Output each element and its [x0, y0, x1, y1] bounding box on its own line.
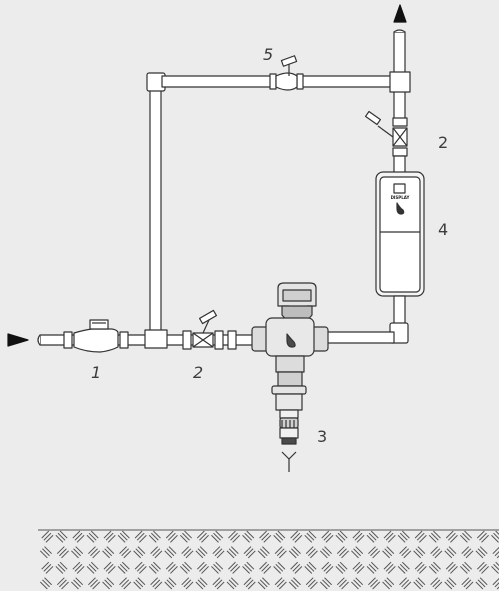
- bypass-left-pipe: [149, 81, 162, 335]
- water-meter: [63, 319, 129, 353]
- arrow-up-icon: [393, 4, 407, 23]
- label-device: 4: [438, 220, 449, 239]
- tee-top-right: [389, 71, 411, 93]
- label-inlet-valve: 2: [193, 363, 204, 382]
- drop-logo-icon: [286, 333, 296, 348]
- outlet-valve: [364, 110, 408, 157]
- ground-hatch: [38, 529, 499, 591]
- drain-funnel-icon: [281, 451, 297, 472]
- treatment-device: DISPLAY: [375, 171, 425, 297]
- drop-logo-icon: [396, 202, 405, 215]
- label-outlet-valve: 2: [438, 133, 449, 152]
- inlet-valve: [182, 309, 237, 350]
- arrow-right-icon: [7, 333, 29, 347]
- filter-unit: [251, 282, 329, 445]
- label-water-meter: 1: [91, 363, 102, 382]
- device-display-label: DISPLAY: [391, 195, 410, 200]
- bypass-valve: [275, 55, 298, 91]
- label-drain: 3: [317, 427, 328, 446]
- tee-fitting: [144, 329, 168, 349]
- label-bypass-valve: 5: [263, 45, 274, 64]
